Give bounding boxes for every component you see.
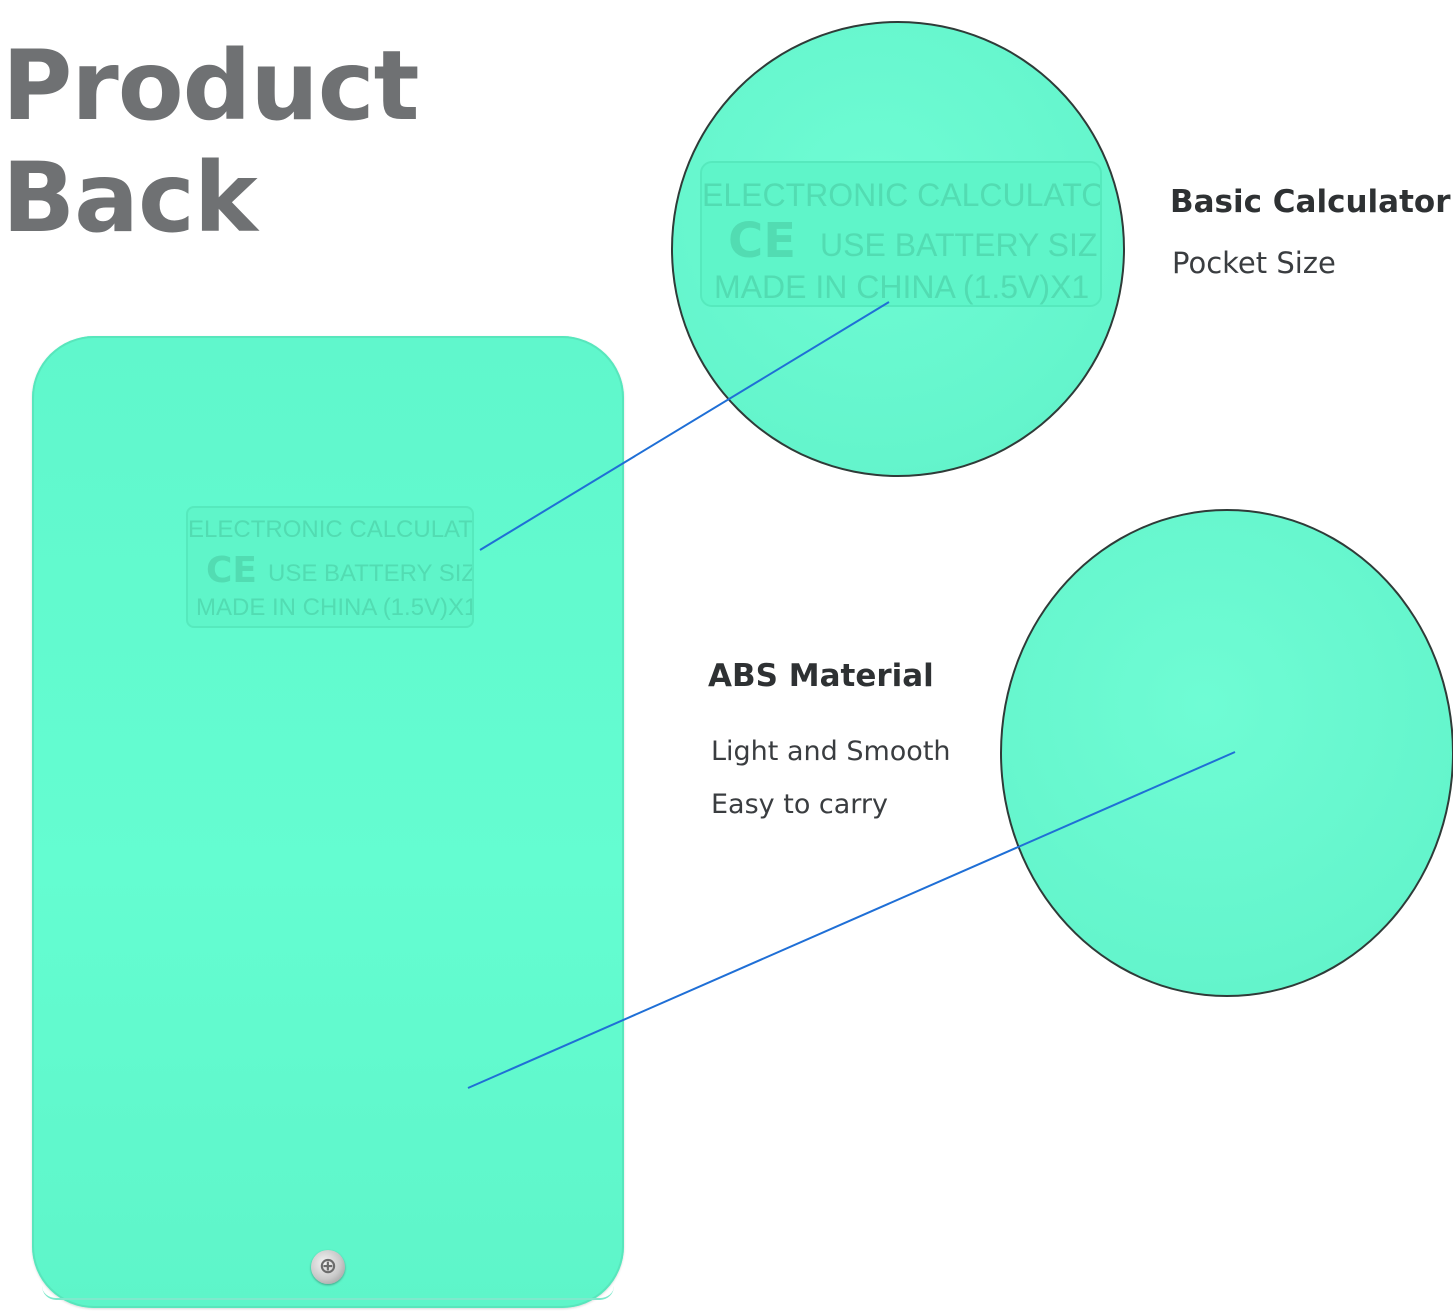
feature-line-easy-carry: Easy to carry bbox=[711, 789, 889, 820]
screw-icon: ⊕ bbox=[311, 1250, 345, 1284]
calculator-back-case bbox=[32, 336, 624, 1308]
feature-line-light-smooth: Light and Smooth bbox=[711, 736, 951, 767]
callout-line-material bbox=[467, 751, 1236, 1089]
feature-subtitle-pocket-size: Pocket Size bbox=[1172, 246, 1336, 280]
zoomed-ce-mark-icon: CE bbox=[728, 213, 797, 269]
feature-title-basic-calculator: Basic Calculator bbox=[1170, 184, 1451, 220]
label-line-product-type: ELECTRONIC CALCULATOR bbox=[188, 516, 473, 543]
zoomed-label-line-battery: USE BATTERY SIZE: bbox=[820, 227, 1102, 263]
zoomed-label-line-product-type: ELECTRONIC CALCULATOR bbox=[702, 177, 1102, 213]
heading-line-product: Product bbox=[2, 30, 420, 142]
ce-mark-icon: CE bbox=[206, 550, 258, 591]
zoom-circle-material-detail bbox=[1000, 509, 1453, 997]
zoom-circle-label-detail: ELECTRONIC CALCULATOR CE USE BATTERY SIZ… bbox=[671, 21, 1125, 477]
zoomed-label-line-origin: MADE IN CHINA (1.5V)X1 bbox=[714, 269, 1090, 305]
feature-title-abs-material: ABS Material bbox=[708, 658, 934, 694]
label-line-origin: MADE IN CHINA (1.5V)X1 bbox=[196, 594, 474, 621]
label-line-battery: USE BATTERY SIZE: bbox=[268, 560, 472, 587]
embossed-label-plate: ELECTRONIC CALCULATOR CE USE BATTERY SIZ… bbox=[186, 506, 474, 628]
callout-line-label bbox=[479, 301, 890, 551]
heading-line-back: Back bbox=[2, 142, 258, 254]
zoomed-label-plate: ELECTRONIC CALCULATOR CE USE BATTERY SIZ… bbox=[700, 161, 1102, 307]
